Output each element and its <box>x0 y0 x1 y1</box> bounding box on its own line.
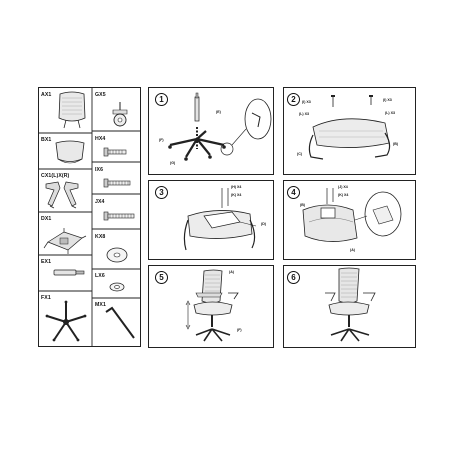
washer-l-part-drawing <box>109 282 125 292</box>
part-code-gx5: GX5 <box>95 92 106 98</box>
part-code-kx8: KX8 <box>95 234 106 240</box>
step-2-label-l-right: (L) X3 <box>385 111 395 115</box>
step-4-number: 4 <box>287 186 300 199</box>
step-5-label-a: (A) <box>229 270 234 274</box>
step-1-label-f: (F) <box>159 138 164 142</box>
step-2-label-b: (B) <box>393 142 398 146</box>
step-2-label-i-right: (I) X3 <box>383 98 392 102</box>
gas-lift-part-drawing <box>53 269 85 276</box>
part-code-mx1: MX1 <box>95 302 106 308</box>
part-code-lx6: LX6 <box>95 273 105 279</box>
step-4-label-j: (J) X4 <box>338 185 348 189</box>
step-3-number: 3 <box>155 186 168 199</box>
step-2-number: 2 <box>287 93 300 106</box>
step-3-label-k: (K) X4 <box>231 193 242 197</box>
mechanism-part-drawing <box>43 228 87 254</box>
step-5-number: 5 <box>155 271 168 284</box>
caster-part-drawing <box>112 102 128 127</box>
step-1-label-g: (G) <box>170 161 176 165</box>
step-3-label-h: (H) X4 <box>231 185 242 189</box>
step-3-drawing <box>183 188 257 251</box>
part-code-fx1: FX1 <box>41 295 51 301</box>
base-part-drawing <box>45 300 87 342</box>
washer-k-part-drawing <box>106 247 128 263</box>
backrest-part-drawing <box>58 91 86 129</box>
step-4-label-k: (K) X4 <box>338 193 349 197</box>
step-2-label-i-left: (I) X3 <box>302 100 311 104</box>
bolt-h-part-drawing <box>103 147 127 157</box>
step-2-label-c: (C) <box>297 152 302 156</box>
part-code-jx4: JX4 <box>95 199 105 205</box>
bolt-j-part-drawing <box>103 211 135 221</box>
part-code-dx1: DX1 <box>41 216 52 222</box>
part-code-ax1: AX1 <box>41 92 52 98</box>
bolt-i-part-drawing <box>103 178 131 188</box>
step-1-panel <box>148 87 274 175</box>
step-6-finished-chair-drawing <box>325 267 376 342</box>
step-6-number: 6 <box>287 271 300 284</box>
part-code-ix6: IX6 <box>95 167 104 173</box>
allen-key-part-drawing <box>105 306 135 339</box>
step-4-drawing <box>302 188 402 242</box>
step-2-drawing <box>308 95 391 160</box>
part-code-bx1: BX1 <box>41 137 52 143</box>
step-4-label-a: (A) <box>350 248 355 252</box>
part-code-cx1: CX1(L)X(R) <box>41 173 70 179</box>
step-1-drawing <box>168 92 272 161</box>
armrests-part-drawing <box>45 181 79 209</box>
step-3-label-d: (D) <box>261 222 266 226</box>
step-1-number: 1 <box>155 93 168 106</box>
seat-part-drawing <box>55 140 85 164</box>
step-1-label-e: (E) <box>216 110 221 114</box>
step-5-drawing <box>185 269 239 342</box>
part-code-ex1: EX1 <box>41 259 52 265</box>
step-2-label-l-left: (L) X3 <box>299 112 309 116</box>
step-5-label-f: (F) <box>237 328 242 332</box>
step-4-label-b: (B) <box>300 203 305 207</box>
part-code-hx4: HX4 <box>95 136 106 142</box>
